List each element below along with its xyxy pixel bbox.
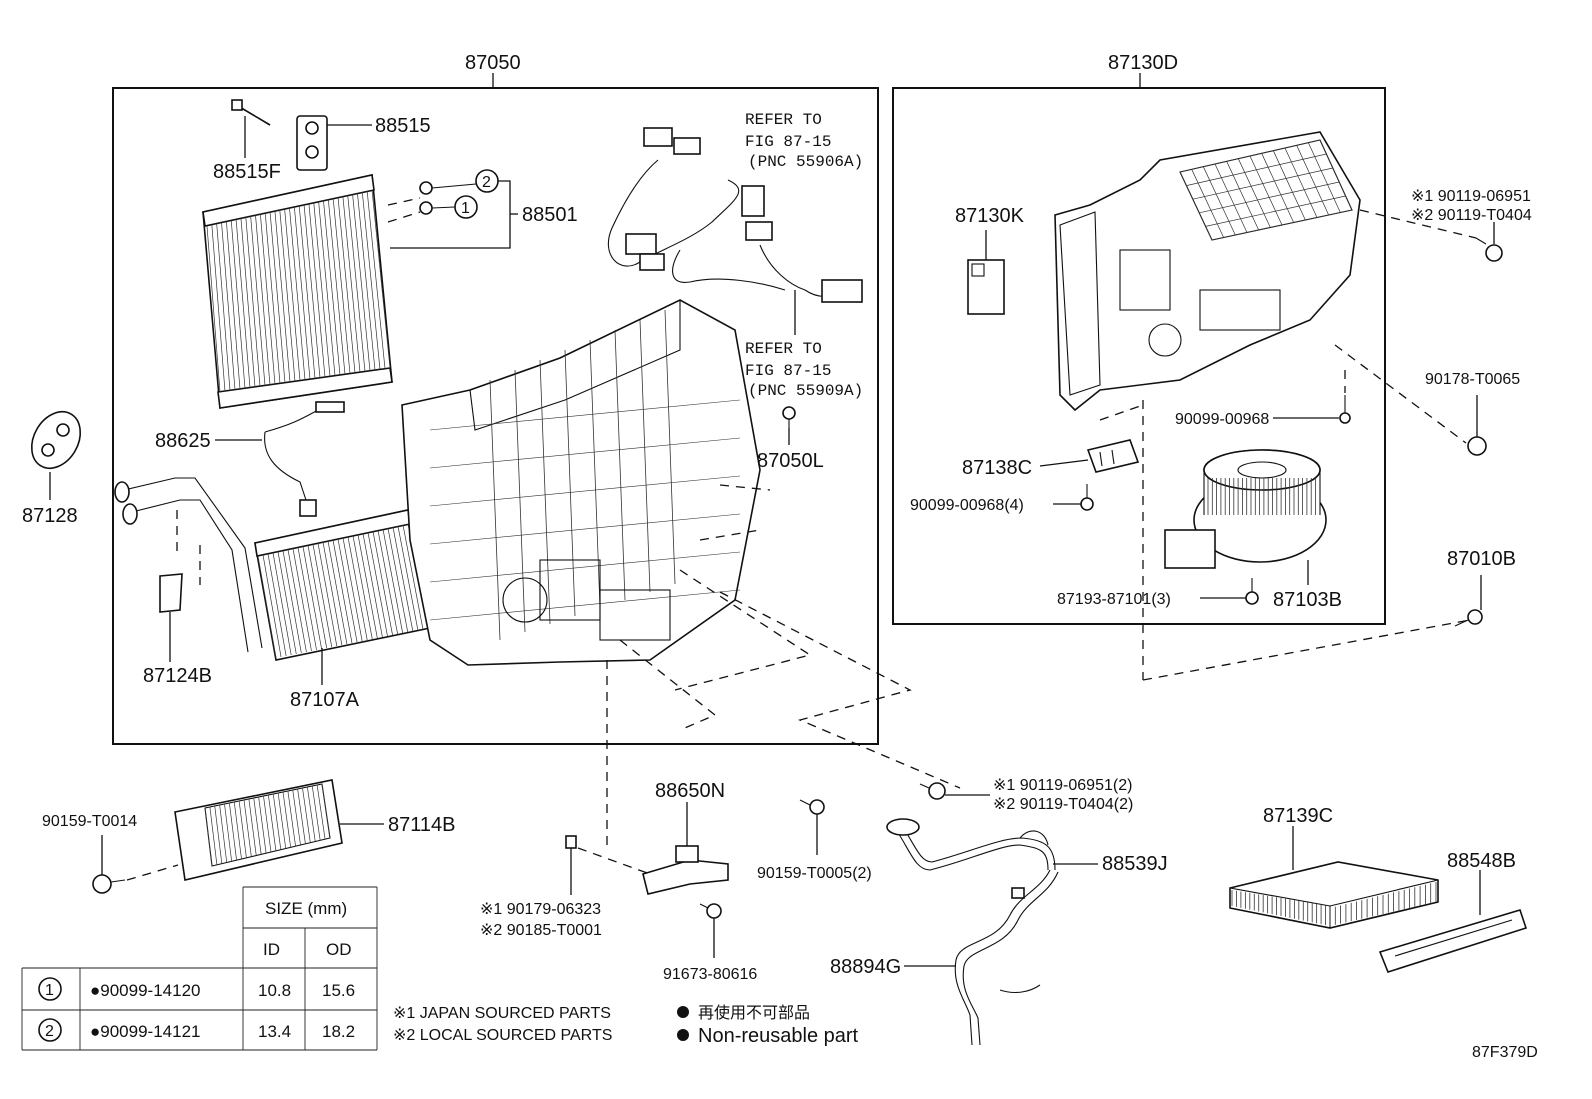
size-row-2-id: 13.4 (258, 1022, 291, 1041)
screw-90099-00968-4-icon[interactable] (1080, 484, 1094, 511)
label-88548B: 88548B (1447, 850, 1516, 872)
note-non-reusable-jp: 再使用不可部品 (698, 1004, 810, 1022)
label-87124B: 87124B (143, 665, 212, 687)
screw-90099-00968-icon[interactable] (1339, 395, 1351, 424)
screw-90159-T0014-icon[interactable] (92, 874, 126, 894)
label-88515: 88515 (375, 115, 431, 137)
label-90159-T0014: 90159-T0014 (42, 813, 137, 830)
thermistor-88625-icon[interactable] (264, 401, 345, 517)
wire-harness-upper-icon[interactable] (607, 127, 740, 271)
resistor-87138C-icon[interactable] (1086, 439, 1140, 473)
label-87130K: 87130K (955, 205, 1025, 227)
wire-harness-lower-icon[interactable] (672, 185, 863, 303)
label-87138C: 87138C (962, 457, 1032, 479)
grommet-87128-icon[interactable] (22, 403, 90, 477)
label-90099-00968-4: 90099-00968(4) (910, 497, 1024, 514)
refer-1-line-2: FIG 87-15 (745, 133, 831, 151)
label-90178: 90178-T0065 (1425, 371, 1520, 388)
clip-90179-icon[interactable] (565, 835, 577, 849)
left-assembly-box (112, 87, 879, 745)
label-90179: ※1 90179-06323 (480, 901, 601, 918)
refer-1-line-3: (PNC 55906A) (748, 153, 863, 171)
size-row-2-part: ●90099-14121 (90, 1022, 200, 1041)
label-88501: 88501 (522, 204, 578, 226)
bolt-87010B-icon[interactable] (1454, 609, 1483, 627)
size-table-col-id: ID (263, 940, 280, 959)
label-87193: 87193-87101(3) (1057, 591, 1171, 608)
label-90185: ※2 90185-T0001 (480, 922, 602, 939)
right-assembly-box (892, 87, 1386, 625)
aux-unit-87114B-icon[interactable] (174, 779, 343, 881)
note-local-sourced: ※2 LOCAL SOURCED PARTS (393, 1027, 612, 1044)
size-row-2-od: 18.2 (322, 1022, 355, 1041)
bracket-88650N-icon[interactable] (642, 845, 729, 895)
label-88515F: 88515F (213, 161, 281, 183)
size-row-1-ref: 1 (45, 982, 54, 999)
label-91673: 91673-80616 (663, 966, 757, 983)
label-87103B: 87103B (1273, 589, 1342, 611)
drain-hose-88539J-icon[interactable] (886, 818, 1056, 871)
evaporator-icon[interactable] (202, 174, 393, 409)
bullet-icon (677, 1029, 689, 1041)
label-87114B: 87114B (388, 814, 455, 836)
bolt-88515F-icon[interactable] (231, 99, 271, 126)
label-87107A: 87107A (290, 689, 360, 711)
size-row-1-part: ●90099-14120 (90, 981, 200, 1000)
label-88650N: 88650N (655, 780, 725, 802)
hvac-case-icon[interactable] (401, 299, 761, 666)
label-90099-00968: 90099-00968 (1175, 411, 1269, 428)
label-87130D: 87130D (1108, 52, 1178, 74)
label-90119-T0404-2: ※2 90119-T0404(2) (993, 796, 1133, 813)
label-90119-06951-2: ※1 90119-06951(2) (993, 777, 1132, 794)
note-non-reusable-en: Non-reusable part (698, 1025, 859, 1047)
label-90159-T0005: 90159-T0005(2) (757, 865, 872, 882)
label-90119-T0404: ※2 90119-T0404 (1411, 207, 1532, 224)
label-88625: 88625 (155, 430, 211, 452)
size-table-col-od: OD (326, 940, 352, 959)
callout-2-text: 2 (482, 174, 491, 191)
blower-case-87130D-icon[interactable] (1054, 131, 1361, 412)
label-88894G: 88894G (830, 956, 901, 978)
refer-2-line-3: (PNC 55909A) (748, 382, 863, 400)
o-ring-2-icon[interactable] (419, 181, 433, 195)
size-row-1-od: 15.6 (322, 981, 355, 1000)
note-japan-sourced: ※1 JAPAN SOURCED PARTS (393, 1005, 611, 1022)
air-filter-87139C-icon[interactable] (1229, 861, 1439, 929)
refer-2-line-1: REFER TO (745, 340, 822, 358)
blower-motor-87103B-icon[interactable] (1164, 449, 1327, 569)
drain-hose-88894G-icon[interactable] (954, 869, 1059, 1046)
label-87050: 87050 (465, 52, 521, 74)
label-87050L: 87050L (757, 450, 824, 472)
label-90119-06951: ※1 90119-06951 (1411, 188, 1531, 205)
screw-87050L-icon[interactable] (782, 406, 796, 428)
refer-1-line-1: REFER TO (745, 111, 822, 129)
refer-2-line-2: FIG 87-15 (745, 362, 831, 380)
screw-87193-icon[interactable] (1245, 578, 1259, 605)
label-87010B: 87010B (1447, 548, 1516, 570)
heater-core-icon[interactable] (254, 509, 431, 661)
screw-90159-T0005-icon[interactable] (799, 799, 825, 815)
size-table: SIZE (mm) ID OD 1 ●90099-14120 10.8 15.6… (21, 886, 378, 1051)
actuator-87130K-icon[interactable] (967, 259, 1005, 315)
expansion-valve-88515-icon[interactable] (296, 115, 372, 171)
size-row-1-id: 10.8 (258, 981, 291, 1000)
label-88539J: 88539J (1102, 853, 1168, 875)
size-row-2-ref: 2 (45, 1023, 54, 1040)
heater-pipes-icon[interactable] (114, 477, 263, 653)
callout-1-text: 1 (461, 200, 470, 217)
screw-90119-upper-icon[interactable] (1475, 237, 1503, 262)
screw-90119-lower-icon[interactable] (919, 782, 946, 800)
size-table-title: SIZE (mm) (265, 899, 347, 918)
grommet-90178-icon[interactable] (1467, 436, 1487, 456)
figure-code: 87F379D (1472, 1044, 1538, 1061)
filter-cover-88548B-icon[interactable] (1378, 909, 1528, 973)
screw-91673-icon[interactable] (699, 903, 722, 919)
o-ring-1-icon[interactable] (419, 201, 433, 215)
label-87139C: 87139C (1263, 805, 1333, 827)
bullet-icon (677, 1006, 689, 1018)
clamp-87124B-icon[interactable] (159, 573, 183, 613)
label-87128: 87128 (22, 505, 78, 527)
